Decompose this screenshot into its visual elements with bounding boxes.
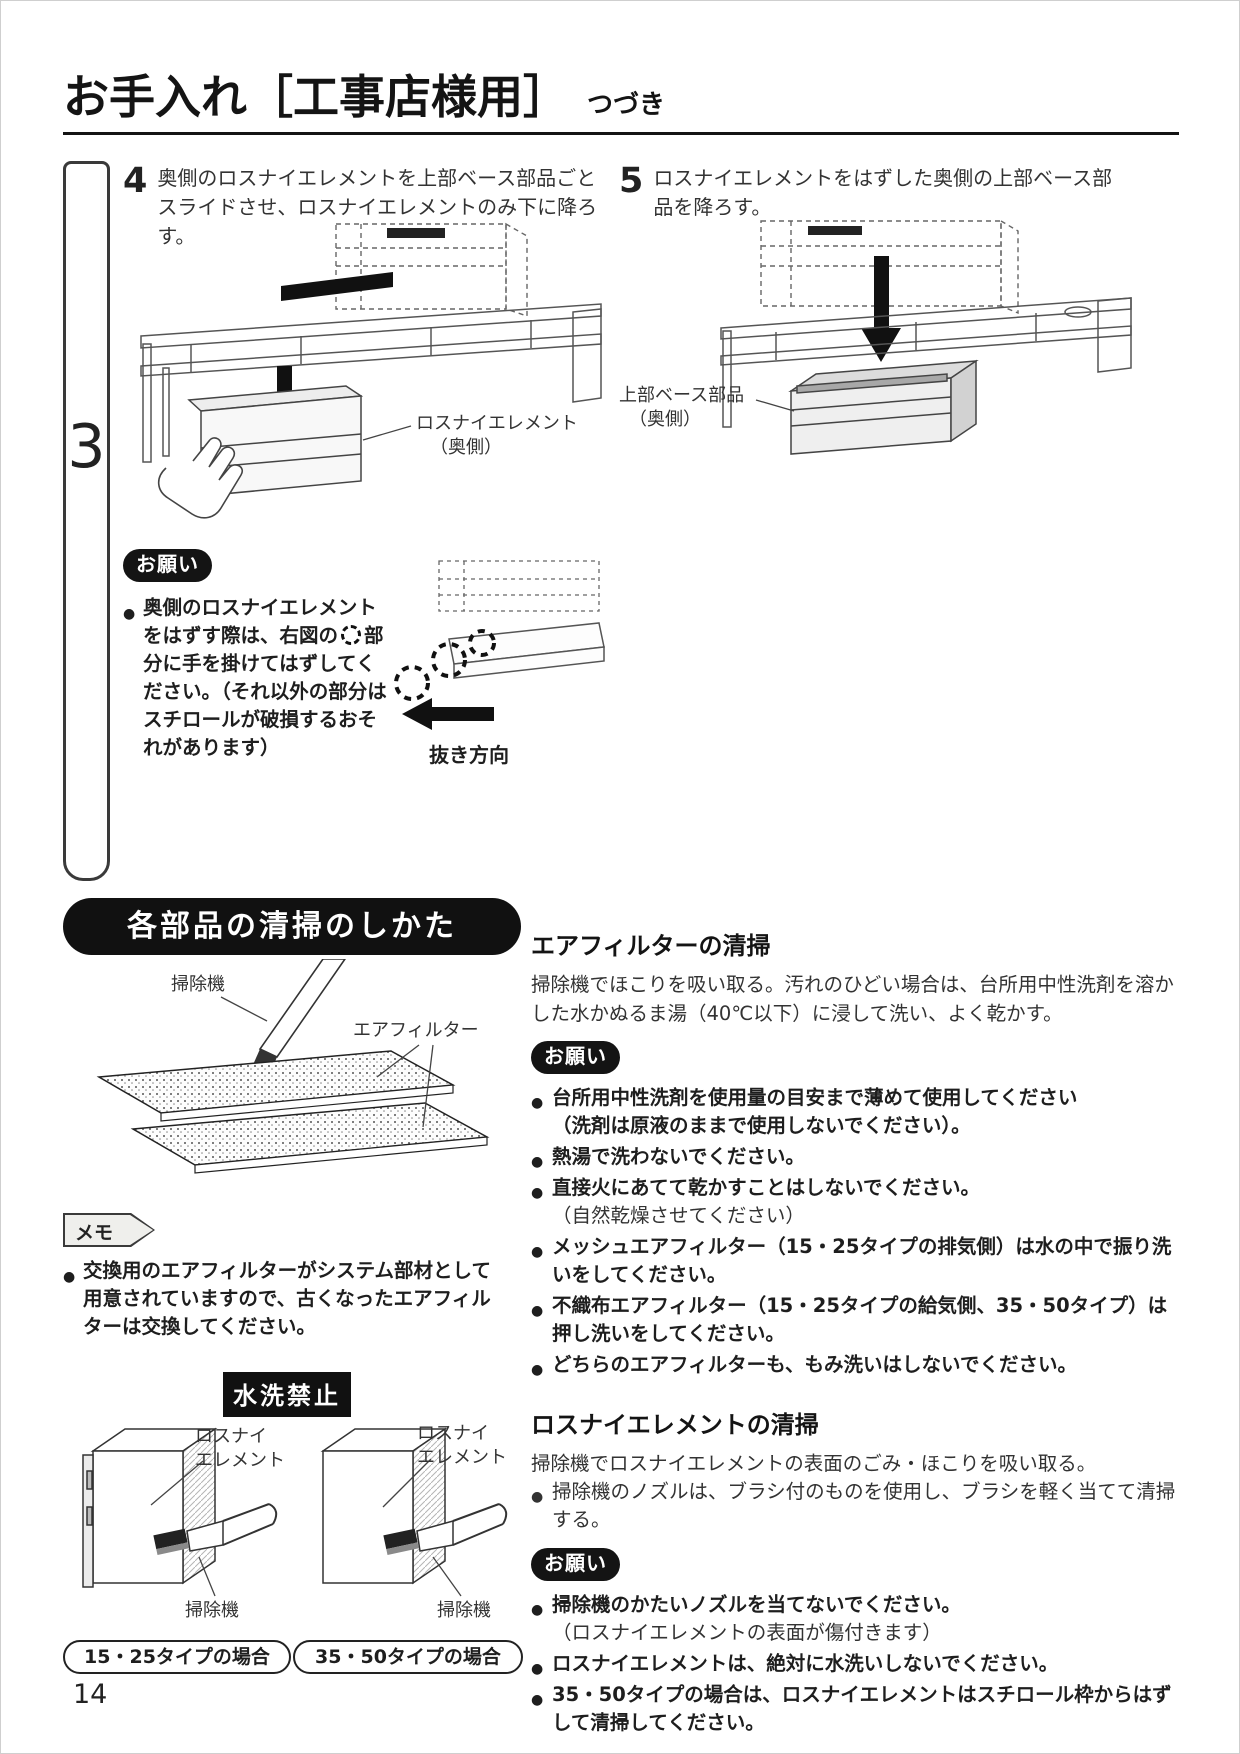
- figure-35-50: ロスナイ エレメント 掃除機: [293, 1411, 523, 1637]
- note-bullet: 不織布エアフィルター（15・25タイプの給気側、35・50タイプ）は押し洗いをし…: [531, 1292, 1181, 1348]
- air-filter-note-list: 台所用中性洗剤を使用量の目安まで薄めて使用してください （洗剤は原液のままで使用…: [531, 1084, 1181, 1384]
- vacuum-wand: [258, 959, 346, 1059]
- air-filter-body: 掃除機でほこりを吸い取る。汚れのひどい場合は、台所用中性洗剤を溶かした水かぬるま…: [531, 973, 1174, 1025]
- element-brush-illustration: [320, 1427, 508, 1597]
- vacuum-label: 掃除機: [437, 1600, 491, 1621]
- lossnay-note-list: 掃除機のかたいノズルを当てないでください。 （ロスナイエレメントの表面が傷付きま…: [531, 1591, 1181, 1737]
- chapter-number: 3: [67, 412, 106, 482]
- step-5-figure: 上部ベース部品 （奥側）: [616, 216, 1136, 486]
- cleaning-section-banner: 各部品の清掃のしかた: [63, 898, 521, 955]
- step-4: 4 奥側のロスナイエレメントを上部ベース部品ごとスライドさせ、ロスナイエレメント…: [123, 164, 618, 251]
- extract-illustration: [394, 560, 605, 730]
- bullet-icon: ●: [123, 606, 136, 622]
- step-4-text: 奥側のロスナイエレメントを上部ベース部品ごとスライドさせ、ロスナイエレメントのみ…: [157, 166, 598, 248]
- extract-figure: 抜き方向: [394, 557, 609, 772]
- step-5-text: ロスナイエレメントをはずした奥側の上部ベース部品を降ろす。: [653, 166, 1113, 219]
- grip-point-circles: [394, 629, 496, 701]
- note-bullet: 台所用中性洗剤を使用量の目安まで薄めて使用してください （洗剤は原液のままで使用…: [531, 1084, 1181, 1140]
- element-label: ロスナイ エレメント: [417, 1423, 507, 1468]
- lossnay-heading: ロスナイエレメントの清掃: [531, 1411, 819, 1439]
- slide-direction-bar: [281, 272, 393, 301]
- base-callout: 上部ベース部品 （奥側）: [619, 385, 745, 430]
- note-bullet: 直接火にあてて乾かすことはしないでください。 （自然乾燥させてください）: [531, 1174, 1181, 1230]
- note-bullet: 熱湯で洗わないでください。: [531, 1143, 1181, 1176]
- step-4-number: 4: [123, 161, 148, 201]
- lossnay-body: 掃除機でロスナイエレメントの表面のごみ・ほこりを吸い取る。: [531, 1452, 1097, 1475]
- onegai-badge: お願い: [123, 549, 212, 582]
- bullet-icon: ●: [63, 1269, 76, 1285]
- filter-label: エアフィルター: [353, 1020, 479, 1041]
- figure-15-25: ロスナイ エレメント 掃除機: [63, 1411, 291, 1637]
- no-wash-label: 水洗禁止: [223, 1372, 351, 1417]
- memo-badge: メモ: [63, 1213, 155, 1247]
- base-lower-illustration: [720, 219, 1132, 455]
- caption-35-50: 35・50タイプの場合: [293, 1640, 523, 1674]
- hand-illustration: [157, 437, 243, 519]
- caption-15-25: 15・25タイプの場合: [63, 1640, 291, 1674]
- header-divider: [63, 132, 1179, 135]
- unit-slide-illustration: [140, 222, 602, 519]
- body-bullet: 掃除機のノズルは、ブラシ付のものを使用し、ブラシを軽く当てて清掃する。: [531, 1478, 1181, 1534]
- pull-direction-label: 抜き方向: [429, 743, 509, 767]
- page-title: お手入れ［工事店様用］: [63, 70, 569, 124]
- note-bullet: どちらのエアフィルターも、もみ洗いはしないでください。: [531, 1351, 1181, 1384]
- right-column: エアフィルターの清掃 掃除機でほこりを吸い取る。汚れのひどい場合は、台所用中性洗…: [531, 926, 1181, 1740]
- element-callout: ロスナイエレメント （奥側）: [416, 413, 578, 458]
- pull-direction-arrow: [402, 698, 494, 730]
- air-filter-heading: エアフィルターの清掃: [531, 932, 771, 960]
- onegai-badge: お願い: [531, 1548, 620, 1581]
- vacuum-filter-illustration: [96, 959, 490, 1174]
- note-bullet: ロスナイエレメントは、絶対に水洗いしないでください。: [531, 1650, 1181, 1683]
- memo-note: メモ ●交換用のエアフィルターがシステム部材として用意されていますので、古くなっ…: [63, 1213, 508, 1341]
- note-bullet: 掃除機のかたいノズルを当てないでください。 （ロスナイエレメントの表面が傷付きま…: [531, 1591, 1181, 1647]
- vacuum-label: 掃除機: [185, 1600, 239, 1621]
- note-bullet: メッシュエアフィルター（15・25タイプの排気側）は水の中で振り洗いをしてくださ…: [531, 1233, 1181, 1289]
- step-4-figure: ロスナイエレメント （奥側）: [131, 216, 611, 551]
- page-number: 14: [73, 1679, 108, 1710]
- page-subtitle: つづき: [587, 90, 666, 120]
- chapter-tab: 3: [63, 161, 110, 881]
- step-note: お願い ●奥側のロスナイエレメントをはずす際は、右図の部分に手を掛けてはずしてく…: [123, 549, 391, 762]
- grip-point-icon: [341, 625, 362, 645]
- element-label: ロスナイ エレメント: [195, 1426, 285, 1471]
- lossnay-body-list: 掃除機のノズルは、ブラシ付のものを使用し、ブラシを軽く当てて清掃する。: [531, 1478, 1181, 1534]
- vacuum-label: 掃除機: [171, 974, 225, 995]
- element-brush-illustration: [82, 1427, 278, 1597]
- vacuum-filter-figure: 掃除機 エアフィルター: [71, 959, 521, 1211]
- note-bullet: 35・50タイプの場合は、ロスナイエレメントはスチロール枠からはずして清掃してく…: [531, 1681, 1181, 1737]
- step-5-number: 5: [619, 161, 644, 201]
- step-5: 5 ロスナイエレメントをはずした奥側の上部ベース部品を降ろす。: [619, 164, 1134, 222]
- onegai-badge: お願い: [531, 1041, 620, 1074]
- page-header: お手入れ［工事店様用］ つづき: [63, 61, 665, 127]
- down-arrow: [861, 256, 901, 362]
